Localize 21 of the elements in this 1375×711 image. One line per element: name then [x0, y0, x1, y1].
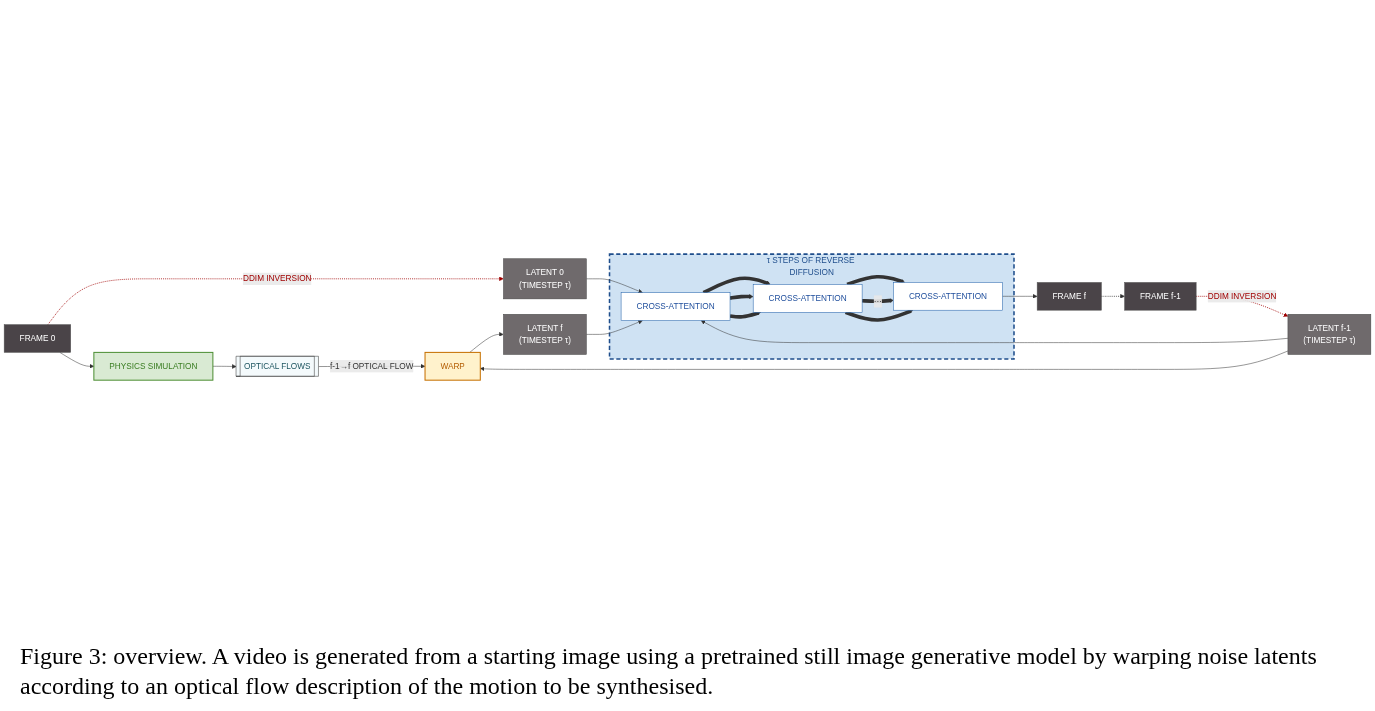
edge-label: f-1→f OPTICAL FLOW — [330, 362, 414, 371]
arrow — [702, 276, 771, 295]
node-box: FRAME 0 — [3, 324, 71, 353]
node-box: PHYSICS SIMULATION — [93, 352, 214, 382]
figure-caption: Figure 3: overview. A video is generated from a starting image using a pretrained still image generative model by warping noise latents according to an optical flow description of the motion to be synthesised. — [20, 642, 1318, 701]
node-box: FRAME f — [1036, 282, 1102, 311]
arrow — [862, 298, 894, 304]
edge-label: DDIM INVERSION — [1207, 292, 1277, 301]
edge-label: ··· — [873, 297, 882, 306]
node-box: FRAME f-1 — [1124, 282, 1197, 311]
node-box: LATENT 0 (TIMESTEP τ) — [503, 258, 587, 300]
edge-label: DDIM INVERSION — [242, 274, 312, 284]
node-box: LATENT f (TIMESTEP τ) — [503, 314, 587, 356]
arrow — [844, 309, 914, 323]
arrow — [729, 294, 754, 301]
node-box: WARP — [424, 352, 481, 382]
node-box: CROSS-ATTENTION — [893, 282, 1003, 311]
node-box: CROSS-ATTENTION — [620, 292, 731, 322]
arrow — [729, 311, 761, 320]
node-box: LATENT f-1 (TIMESTEP τ) — [1287, 314, 1372, 356]
node-box: CROSS-ATTENTION — [752, 284, 863, 313]
